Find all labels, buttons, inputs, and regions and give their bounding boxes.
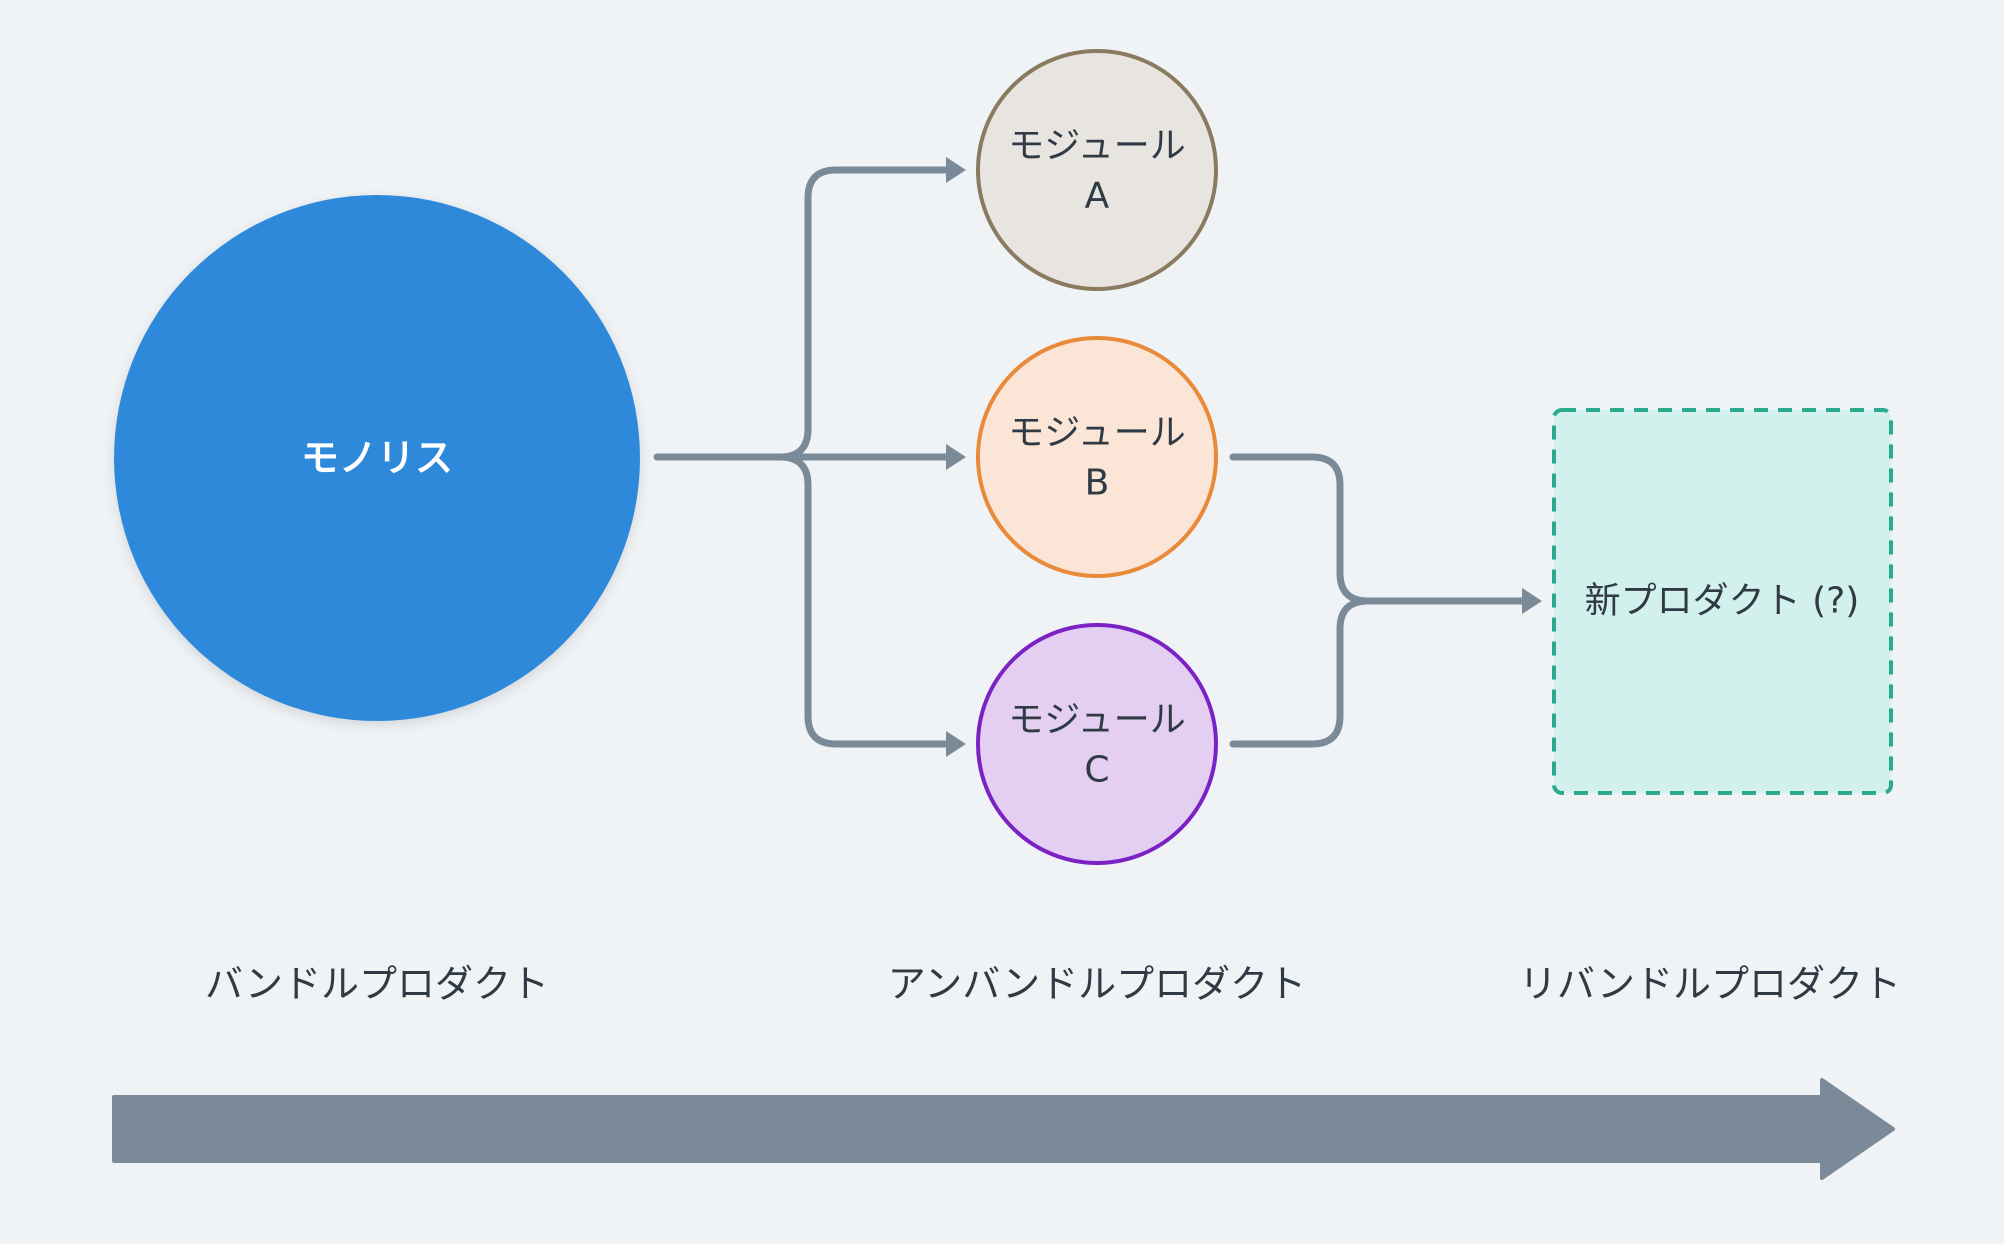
- module-c-label-line2: C: [1084, 750, 1109, 791]
- module-b-label-line1: モジュール: [1008, 413, 1185, 454]
- new-product-node: 新プロダクト (?): [1552, 408, 1893, 795]
- stage-label-bundled: バンドルプロダクト: [205, 962, 549, 1006]
- module-b-node: モジュール B: [976, 336, 1218, 578]
- arrowhead-new-product: [1522, 588, 1542, 614]
- module-b-circle: [976, 336, 1218, 578]
- split-arrowheads: [946, 157, 966, 757]
- monolith-label: モノリス: [301, 436, 453, 480]
- module-a-label-line2: A: [1085, 176, 1110, 217]
- monolith-circle: [114, 195, 640, 721]
- arrowhead-module-c: [946, 731, 966, 757]
- split-connectors: [653, 166, 956, 748]
- connector-from-module-c: [1229, 597, 1372, 748]
- module-a-label-line1: モジュール: [1008, 126, 1185, 167]
- connector-to-module-c: [776, 453, 956, 748]
- module-a-circle: [976, 49, 1218, 291]
- module-b-label-line2: B: [1085, 463, 1110, 504]
- monolith-node: モノリス: [114, 195, 640, 721]
- merge-connectors: [1229, 453, 1532, 748]
- connector-from-module-b: [1229, 453, 1372, 605]
- stage-label-rebundled: リバンドルプロダクト: [1519, 962, 1901, 1006]
- new-product-label: 新プロダクト (?): [1585, 581, 1860, 622]
- arrowhead-module-b: [946, 444, 966, 470]
- arrowhead-module-a: [946, 157, 966, 183]
- module-c-label-line1: モジュール: [1008, 700, 1185, 741]
- module-c-circle: [976, 623, 1218, 865]
- module-a-node: モジュール A: [976, 49, 1218, 291]
- timeline-arrow: [112, 1078, 1895, 1180]
- module-c-node: モジュール C: [976, 623, 1218, 865]
- new-product-box: [1552, 408, 1893, 795]
- connector-to-module-a: [776, 166, 956, 461]
- stage-label-unbundled: アンバンドルプロダクト: [888, 962, 1306, 1006]
